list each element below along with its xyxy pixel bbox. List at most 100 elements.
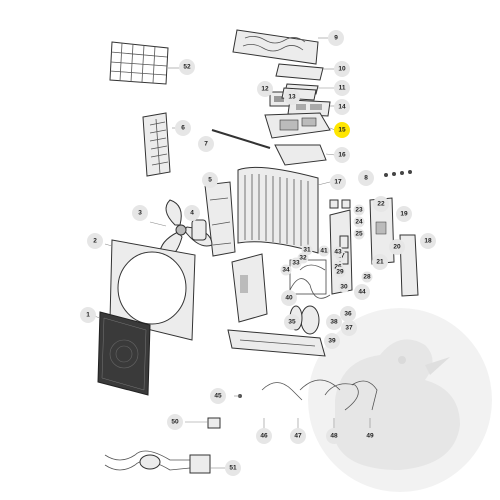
callout-number: 37 xyxy=(345,325,353,332)
callout-number: 7 xyxy=(204,141,208,148)
callout-number: 3 xyxy=(138,210,142,217)
callout-number: 33 xyxy=(292,260,300,267)
callout-52: 52 xyxy=(179,59,195,75)
part-wire-grille xyxy=(109,41,169,85)
callout-number: 28 xyxy=(363,274,371,281)
callout-bubble xyxy=(202,172,218,188)
part-fan-bracket xyxy=(204,181,236,257)
callout-number: 50 xyxy=(171,419,179,426)
callout-bubble xyxy=(353,228,365,240)
callout-number: 23 xyxy=(355,207,363,214)
callout-47: 47 xyxy=(290,428,306,444)
callout-8: 8 xyxy=(358,170,374,186)
watermark-logo xyxy=(308,308,492,492)
callout-bubble xyxy=(340,306,356,322)
part-board-14 xyxy=(287,99,331,117)
part-fan-motor xyxy=(191,219,207,241)
callout-number: 19 xyxy=(400,211,408,218)
callout-11: 11 xyxy=(334,80,350,96)
callout-bubble xyxy=(87,233,103,249)
part-partition-panel xyxy=(231,253,268,323)
callout-41: 41 xyxy=(318,245,330,257)
callout-bubble xyxy=(338,281,350,293)
callout-14: 14 xyxy=(334,99,350,115)
callout-number: 18 xyxy=(424,238,432,245)
callout-49: 49 xyxy=(362,428,378,444)
callout-number: 31 xyxy=(303,247,311,254)
part-bracket-16 xyxy=(274,144,327,166)
callout-bubble xyxy=(280,264,292,276)
part-cable-harness xyxy=(104,450,211,474)
callout-bubble xyxy=(372,254,388,270)
callout-4: 4 xyxy=(184,205,200,221)
callout-bubble xyxy=(167,414,183,430)
callout-bubble xyxy=(284,314,300,330)
callout-bubble xyxy=(80,307,96,323)
callout-bubble xyxy=(334,80,350,96)
callout-number: 43 xyxy=(334,249,342,256)
callout-20: 20 xyxy=(389,239,405,255)
callout-number: 15 xyxy=(338,127,346,134)
callout-23: 23 xyxy=(353,204,365,216)
callout-16: 16 xyxy=(334,147,350,163)
callout-number: 52 xyxy=(183,64,191,71)
callout-number: 25 xyxy=(355,231,363,238)
callout-number: 36 xyxy=(344,311,352,318)
callout-bubble xyxy=(341,320,357,336)
callout-36: 36 xyxy=(340,306,356,322)
callout-bubble xyxy=(330,174,346,190)
callout-45: 45 xyxy=(210,388,226,404)
callout-17: 17 xyxy=(330,174,346,190)
callout-number: 30 xyxy=(340,284,348,291)
callout-bubble xyxy=(175,120,191,136)
callout-10: 10 xyxy=(334,61,350,77)
callout-number: 29 xyxy=(336,269,344,276)
callout-bubble xyxy=(334,147,350,163)
callout-6: 6 xyxy=(175,120,191,136)
callout-25: 25 xyxy=(353,228,365,240)
callout-number: 40 xyxy=(285,295,293,302)
callout-bubble xyxy=(332,246,344,258)
callout-bubble xyxy=(210,388,226,404)
callout-bubble xyxy=(198,136,214,152)
callout-5: 5 xyxy=(202,172,218,188)
callout-number: 6 xyxy=(181,125,185,132)
callout-bubble xyxy=(354,284,370,300)
part-base-pan xyxy=(227,329,326,357)
callout-bubble xyxy=(361,271,373,283)
callout-bubble xyxy=(334,99,350,115)
part-clip xyxy=(207,417,221,429)
part-condenser-coil xyxy=(237,166,319,254)
callout-bubble xyxy=(353,204,365,216)
callout-38: 38 xyxy=(326,314,342,330)
callout-51: 51 xyxy=(225,460,241,476)
callout-1: 1 xyxy=(80,307,96,323)
callout-number: 10 xyxy=(338,66,346,73)
callout-44: 44 xyxy=(354,284,370,300)
callout-bubble xyxy=(328,30,344,46)
callout-bubble xyxy=(132,205,148,221)
callout-24: 24 xyxy=(353,216,365,228)
callout-bubble xyxy=(389,239,405,255)
callout-13: 13 xyxy=(284,89,300,105)
callout-bubble xyxy=(396,206,412,222)
callout-number: 16 xyxy=(338,152,346,159)
callout-bubble xyxy=(184,205,200,221)
callout-bubble xyxy=(334,266,346,278)
callout-number: 51 xyxy=(229,465,237,472)
part-rod xyxy=(211,129,271,149)
callout-22: 22 xyxy=(373,196,389,212)
callout-number: 44 xyxy=(358,289,366,296)
callout-number: 14 xyxy=(338,104,346,111)
callout-number: 47 xyxy=(294,433,302,440)
callout-bubble xyxy=(326,428,342,444)
callout-15: 15 xyxy=(334,122,350,138)
callout-number: 9 xyxy=(334,35,338,42)
callout-number: 1 xyxy=(86,312,90,319)
callout-bubble xyxy=(284,89,300,105)
callout-bubble xyxy=(420,233,436,249)
callout-28: 28 xyxy=(361,271,373,283)
callout-18: 18 xyxy=(420,233,436,249)
